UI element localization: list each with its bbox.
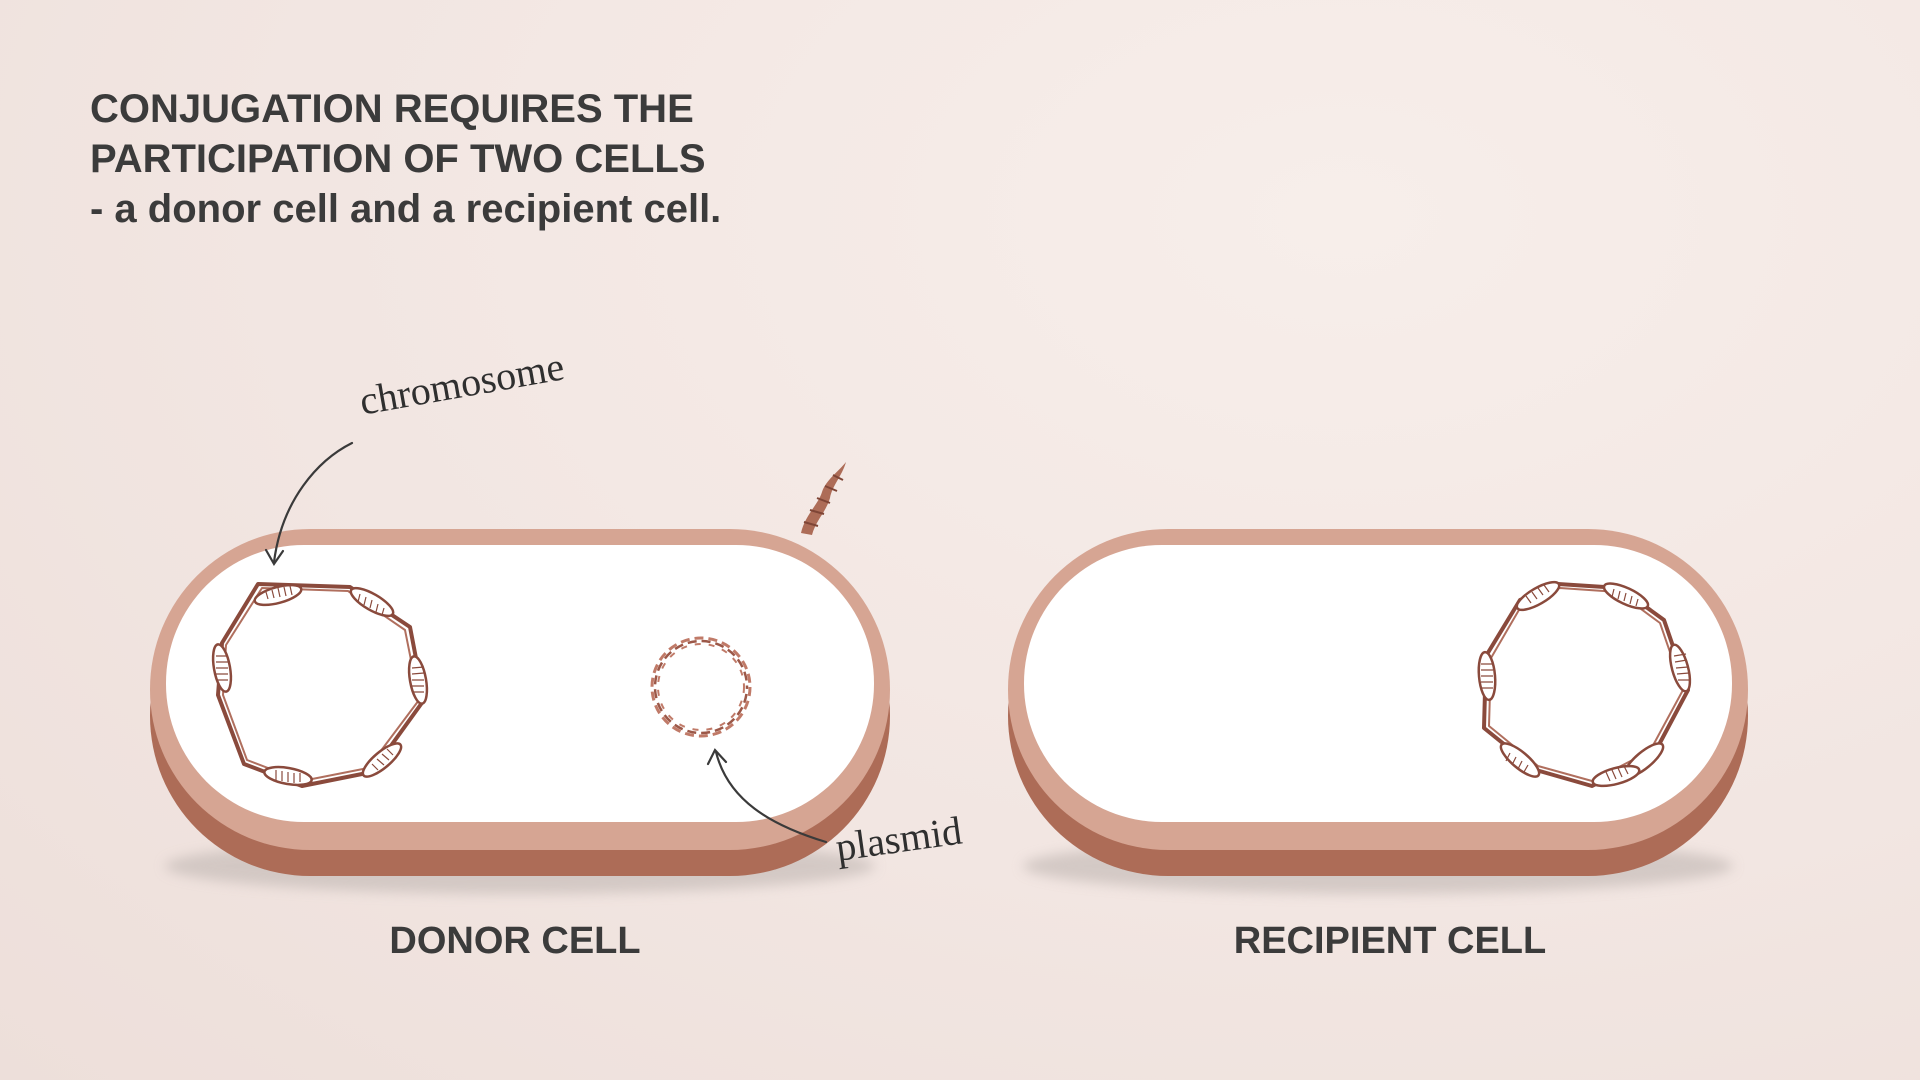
donor-chromosome	[211, 582, 429, 788]
plasmid-arrowhead	[706, 748, 728, 766]
headline-line-1: CONJUGATION REQUIRES THE	[90, 87, 694, 131]
chromosome-pointer-line	[272, 441, 354, 564]
plasmid-pointer	[706, 748, 828, 844]
chromosome-arrowhead	[264, 548, 285, 567]
donor-cell-interior	[166, 545, 874, 822]
plasmid	[650, 636, 752, 738]
donor-cell	[150, 462, 890, 894]
pilus	[801, 462, 846, 535]
pilus-segments	[803, 474, 844, 527]
recipient-cell-interior	[1024, 545, 1732, 822]
recipient-cell-label: RECIPIENT CELL	[1233, 920, 1547, 962]
donor-chromosome-hatching	[216, 585, 425, 783]
recipient-chromosome-strand-a	[1482, 582, 1690, 788]
headline-line-2: PARTICIPATION OF TWO CELLS	[90, 137, 706, 181]
chromosome-pointer	[264, 441, 354, 567]
headline: CONJUGATION REQUIRES THE PARTICIPATION O…	[90, 84, 721, 234]
recipient-chromosome-hatching	[1481, 584, 1690, 782]
recipient-chromosome	[1477, 580, 1692, 788]
recipient-cell	[1008, 529, 1748, 894]
plasmid-pointer-line	[714, 750, 828, 844]
headline-line-3: - a donor cell and a recipient cell.	[90, 187, 722, 231]
donor-cell-label: DONOR CELL	[389, 920, 641, 962]
